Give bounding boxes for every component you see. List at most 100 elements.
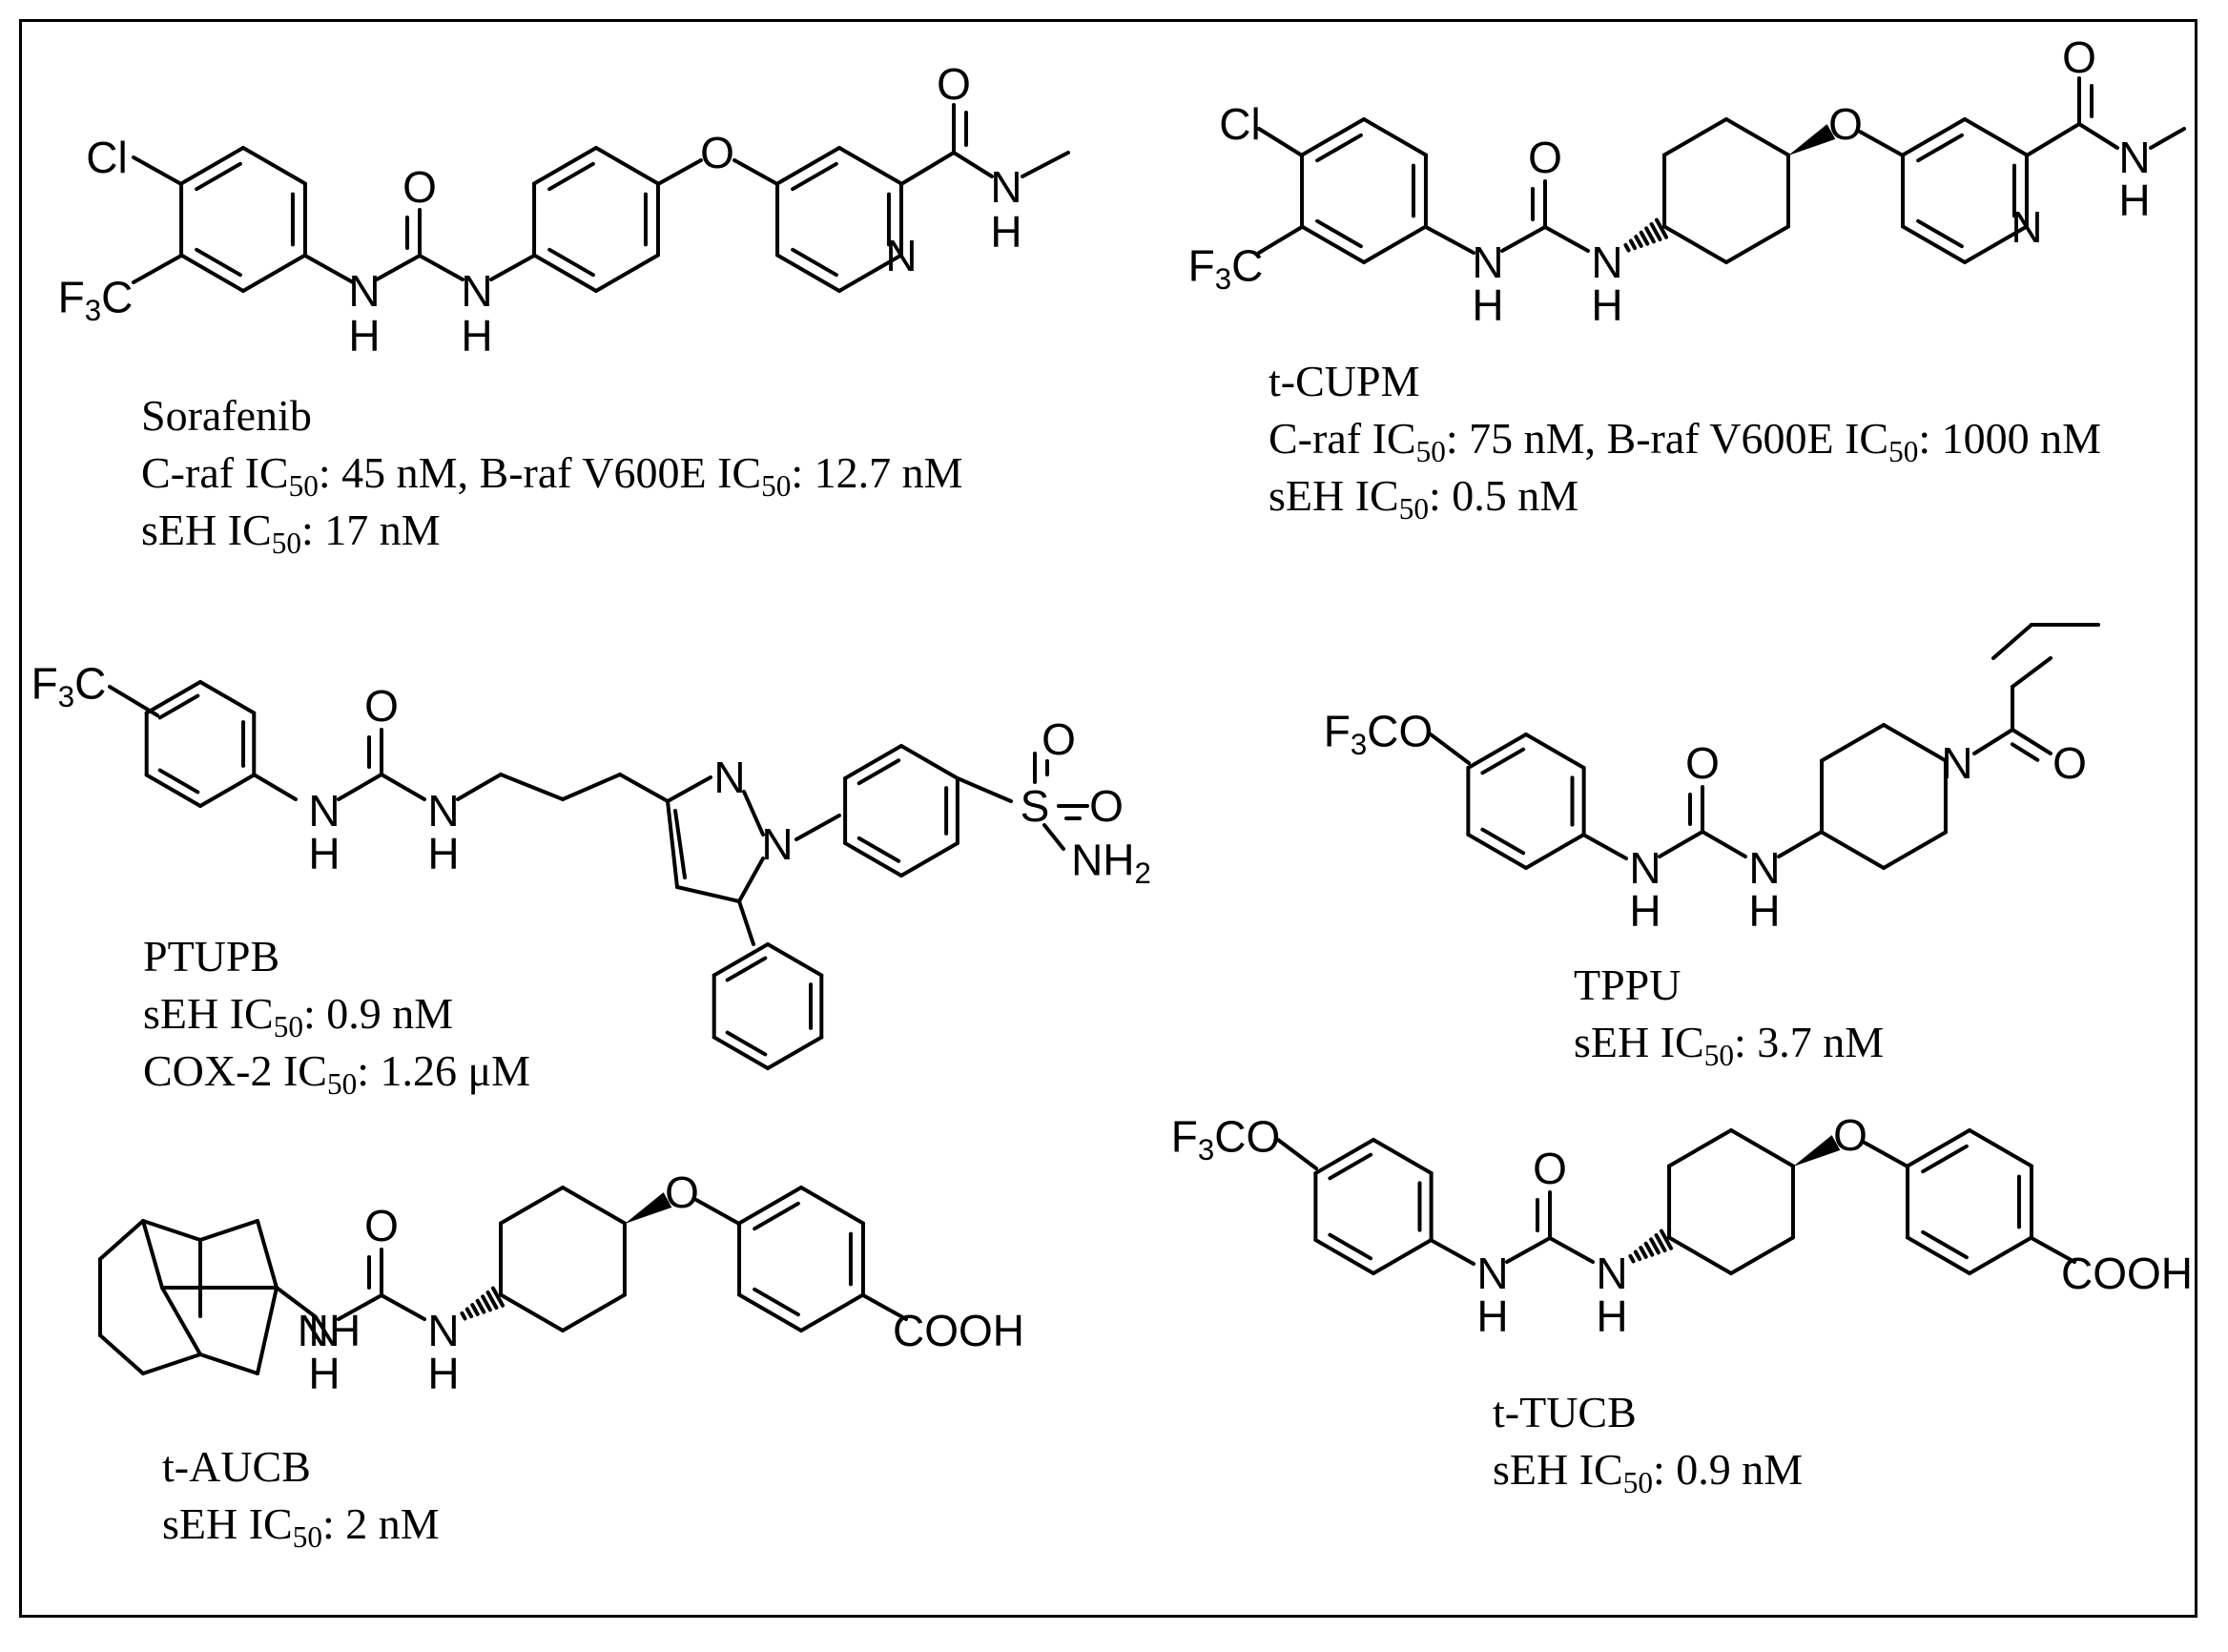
amine-label: NH [297,1306,361,1355]
aromatic-inner [1328,1232,1373,1261]
bond [141,1219,202,1242]
ring-bond [198,680,257,715]
bond [956,776,1013,803]
ring-bond [594,146,660,186]
ring-bond [843,744,903,780]
amine-label: NH2 [1071,835,1151,891]
oxygen-label: O [1528,133,1562,182]
bond [275,1286,317,1318]
aromatic-inner [1916,218,1964,249]
activity-line: sEH IC50: 0.9 nM [143,989,454,1043]
hydrogen-label: H [461,311,493,361]
bond [618,773,670,803]
bond [489,254,536,281]
ring-bond [1906,1128,1971,1168]
ring-bond [1724,224,1790,264]
aromatic-inner [791,161,838,192]
activity-line: C-raf IC50: 75 nM, B-raf V600E IC50: 100… [1269,414,2102,468]
trifluoromethoxy-label: F3CO [1323,706,1434,762]
nitrogen-label: N [427,786,460,836]
ring-bond [775,253,841,293]
activity-line: C-raf IC50: 45 nM, B-raf V600E IC50: 12.… [141,448,963,503]
ring-bond [1466,833,1528,870]
bond [198,1219,259,1242]
oxygen-label: O [700,128,734,177]
ring-bond [712,1035,770,1070]
oxygen-label: O [2062,32,2096,82]
ring-bond [1882,723,1948,763]
bond [2077,122,2119,150]
wedge-bond [625,1192,672,1224]
nitrogen-label: N [1596,1249,1628,1298]
sulfur-label: S [1020,781,1050,831]
bond [303,254,355,284]
wedge-bond [1793,1135,1841,1167]
oxygen-label: O [1685,738,1720,788]
chlorine-label: Cl [86,133,128,182]
aromatic-inner [856,836,901,863]
bond [1991,623,2033,660]
ring-bond [1524,833,1586,870]
compound-name: t-TUCB [1493,1388,1637,1436]
ring-bond [1524,733,1586,770]
aromatic-inner [725,956,768,982]
bond [198,1353,259,1375]
double-bond-inner [2010,742,2040,762]
hydrogen-label: H [1748,886,1781,936]
ring-bond [1667,1235,1733,1275]
hydrogen-label: H [1629,886,1661,936]
ring-bond [532,253,598,293]
bond [2030,1236,2076,1264]
ring-bond [1362,117,1428,157]
bond [1276,1138,1318,1170]
bond [952,151,994,178]
aromatic-inner [547,247,595,278]
ring-bond [1820,830,1886,870]
carboxyl-label: COOH [893,1306,1024,1355]
aromatic-inner [195,161,242,192]
ring-bond [241,253,307,293]
aromatic-inner [1921,1144,1969,1174]
ring-bond [766,942,824,978]
aromatic-inner [195,247,242,278]
aromatic-inner [1916,133,1964,163]
hash-bond-stroke [1634,235,1643,248]
oxygen-label: O [1533,1144,1567,1193]
ring-bond [1820,723,1886,763]
trifluoromethyl-label: F3C [1187,240,1264,297]
bond [1701,830,1747,858]
bond [1505,1236,1552,1264]
chlorine-label: Cl [1219,99,1261,149]
nitrogen-label: N [1748,843,1781,893]
bond [675,885,741,903]
ring-bond [1901,117,1967,157]
ring-bond [594,253,660,293]
ring-bond [144,680,202,715]
ring-bond [799,1292,865,1332]
bond [1777,830,1824,858]
ring-bond [1662,117,1728,157]
hydrogen-label: H [1591,280,1623,330]
ring-bond [843,841,903,878]
ring-bond [1963,117,2029,157]
pyridine-nitrogen-label: N [2011,202,2043,252]
wedge-bond [1788,124,1836,155]
hash-bond-stroke [490,1286,505,1308]
bond [2011,728,2053,755]
hash-bond-stroke [1628,1253,1636,1264]
bond [337,773,383,801]
bond [694,1198,741,1226]
ring-bond [899,841,959,878]
ring-bond [1963,224,2029,264]
hash-bond-stroke [485,1290,499,1311]
trifluoromethyl-label: F3C [31,658,107,714]
hash-bond-stroke [1654,1232,1667,1253]
nitrogen-label: N [427,1306,460,1355]
oxygen-label: O [1833,1110,1867,1160]
ring-bond [775,146,841,186]
bond [1972,728,2014,755]
bond [1424,225,1475,255]
ring-bond [1729,1235,1795,1275]
activity-line: sEH IC50: 2 nM [162,1499,440,1554]
bond [561,773,622,801]
